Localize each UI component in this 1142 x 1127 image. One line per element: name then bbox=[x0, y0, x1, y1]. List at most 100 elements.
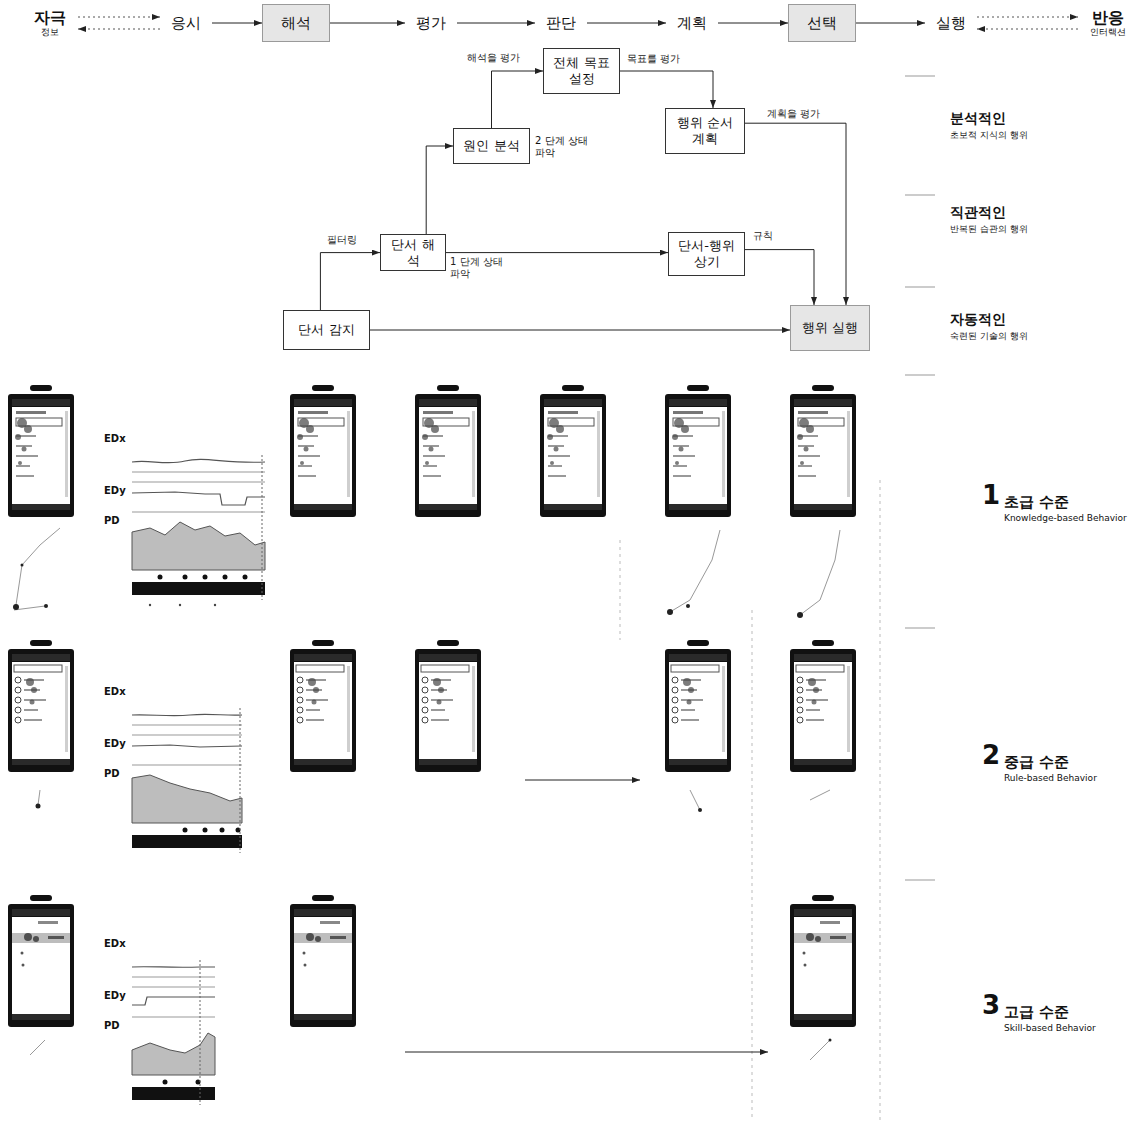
phone-row-1 bbox=[8, 385, 856, 517]
edge-label: 목표를 평가 bbox=[626, 53, 681, 65]
edge-label: 해석을 평가 bbox=[466, 52, 521, 64]
text-label: 3 bbox=[982, 992, 1000, 1018]
phone-screenshot bbox=[415, 640, 481, 772]
gaze-points-part bbox=[829, 1039, 832, 1042]
signal-graph-row-1-part bbox=[132, 512, 265, 513]
text-label: PD bbox=[104, 1020, 120, 1032]
gaze-points-part bbox=[667, 609, 673, 615]
signal-graph-row-1-part bbox=[179, 604, 181, 606]
margin-ticks bbox=[905, 76, 935, 880]
signal-graph-row-3-part bbox=[132, 987, 215, 988]
phone-screenshot bbox=[790, 385, 856, 517]
text-label: Knowledge-based Behavior bbox=[1004, 513, 1127, 524]
node-text: 반응 bbox=[1092, 8, 1124, 27]
flow-arrow bbox=[977, 17, 1078, 18]
gaze-scanpaths-part bbox=[800, 530, 840, 615]
edge-label: 1 단계 상태 파악 bbox=[449, 256, 505, 280]
signal-graph-row-3-part bbox=[132, 1017, 215, 1018]
level-arrows-part bbox=[405, 1052, 768, 1053]
node-text: 실행 bbox=[936, 14, 966, 32]
text-label: EDy bbox=[104, 738, 126, 750]
signal-graph-row-1-part bbox=[149, 604, 151, 606]
gaze-points-part bbox=[21, 564, 24, 567]
signal-graph-row-1-part bbox=[132, 472, 265, 473]
signal-graph-row-1-part bbox=[132, 482, 265, 483]
gaze-scanpaths bbox=[14, 528, 840, 1060]
node-text: 선택 bbox=[807, 14, 837, 32]
phone-screenshot bbox=[8, 895, 74, 1027]
level-arrows-part bbox=[525, 780, 640, 781]
text-label: PD bbox=[104, 768, 120, 780]
margin-ticks-part bbox=[905, 375, 935, 376]
signal-graph-row-3-part bbox=[132, 997, 215, 1005]
signal-graph-row-3-part bbox=[132, 977, 215, 978]
signal-graph-row-1-part bbox=[223, 575, 228, 580]
process-box: 전체 목표 설정 bbox=[543, 48, 620, 94]
process-box: 단서 감지 bbox=[283, 310, 370, 350]
signal-graph-row-2 bbox=[132, 708, 242, 853]
signal-graph-row-1-part bbox=[158, 575, 163, 580]
flow-arrow bbox=[745, 123, 846, 305]
process-box: 원인 분석 bbox=[453, 128, 530, 164]
flow-arrow bbox=[446, 252, 668, 253]
flow-arrow bbox=[78, 17, 160, 18]
phone-screenshot bbox=[8, 640, 74, 772]
guide-lines-part bbox=[620, 540, 621, 640]
signal-graph-row-1 bbox=[132, 455, 265, 606]
process-box: 해석 bbox=[262, 4, 330, 42]
node-text: 단서 해석 bbox=[385, 237, 441, 268]
text-label: 분석적인 bbox=[950, 110, 1006, 127]
text-label: 초급 수준 bbox=[1004, 493, 1069, 511]
signal-graph-row-3-part bbox=[132, 1087, 215, 1100]
signal-graph-row-3-part bbox=[163, 1080, 168, 1085]
signal-graph-row-1-part bbox=[132, 522, 265, 570]
node-text: 인터랙션 bbox=[1090, 27, 1126, 38]
text-label: 초보적 지식의 행위 bbox=[950, 130, 1028, 141]
level-arrows bbox=[405, 780, 768, 1052]
node-text: 행위 순서 계획 bbox=[670, 115, 740, 146]
margin-ticks-part bbox=[905, 287, 935, 288]
signal-graph-row-3 bbox=[132, 960, 215, 1105]
text-label: 직관적인 bbox=[950, 204, 1006, 221]
node-text: 판단 bbox=[546, 14, 576, 32]
phone-screenshot bbox=[665, 640, 731, 772]
text-label: Skill-based Behavior bbox=[1004, 1023, 1096, 1034]
signal-graph-row-3-part bbox=[132, 1033, 215, 1075]
gaze-points bbox=[13, 564, 832, 1042]
edge-label: 필터링 bbox=[326, 234, 358, 246]
gaze-points-part bbox=[36, 804, 41, 809]
node-text: 평가 bbox=[416, 14, 446, 32]
gaze-points-part bbox=[44, 604, 48, 608]
signal-graph-row-2-part bbox=[132, 835, 242, 848]
signal-graph-row-2-part bbox=[183, 828, 188, 833]
gaze-points-part bbox=[686, 604, 690, 608]
signal-graph-row-2-part bbox=[132, 745, 242, 747]
gaze-points-part bbox=[698, 808, 702, 812]
node-text: 정보 bbox=[41, 27, 59, 38]
signal-graph-row-1-part bbox=[262, 455, 263, 600]
text-label: 2 bbox=[982, 742, 1000, 768]
text-label: 2 단계 상태 파악 bbox=[535, 135, 591, 159]
guide-lines bbox=[620, 480, 880, 1120]
signal-graph-row-1-part bbox=[214, 604, 216, 606]
signal-graph-row-1-part bbox=[132, 459, 265, 463]
text-label: EDx bbox=[104, 433, 126, 445]
edge-label: 계획을 평가 bbox=[766, 108, 821, 120]
flow-arrow bbox=[78, 29, 160, 30]
stage-node: 실행 bbox=[925, 10, 977, 36]
gaze-points-part bbox=[13, 604, 19, 610]
process-box: 행위 실행 bbox=[790, 305, 870, 351]
phone-screenshot bbox=[8, 385, 74, 517]
gaze-scanpaths-part bbox=[670, 530, 720, 612]
signal-graph-row-1-part bbox=[132, 582, 265, 595]
stage-node: 계획 bbox=[666, 10, 718, 36]
flow-arrow bbox=[856, 23, 925, 24]
signal-graph-row-2-part bbox=[132, 714, 242, 715]
flow-arrow bbox=[745, 250, 814, 305]
signal-graph-row-2-part bbox=[132, 735, 242, 736]
signal-graph-row-2-part bbox=[240, 708, 241, 853]
phone-screenshot bbox=[540, 385, 606, 517]
